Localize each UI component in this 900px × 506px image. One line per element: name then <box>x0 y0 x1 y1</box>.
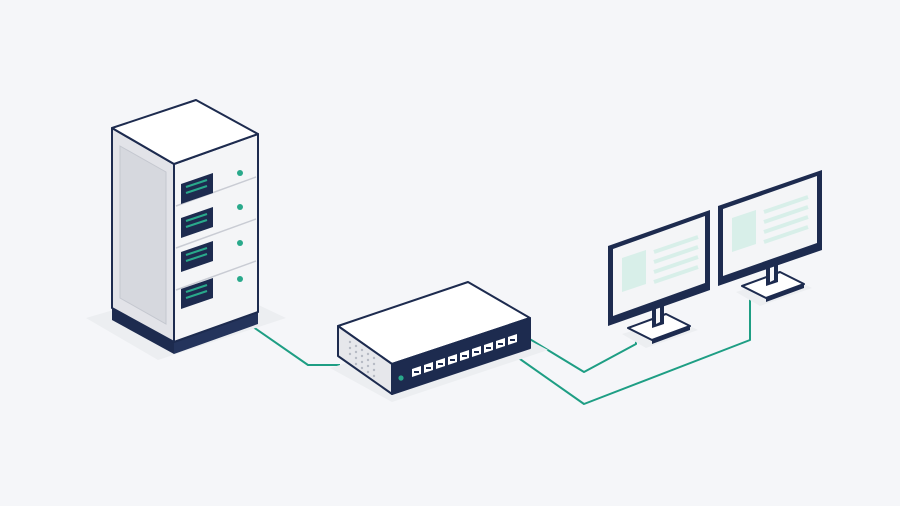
server-led <box>237 240 243 246</box>
server-base-right <box>174 312 258 354</box>
monitor-content-block <box>622 250 646 292</box>
server-top <box>111 99 259 165</box>
network-switch-icon <box>330 281 548 402</box>
switch-ports <box>412 334 517 377</box>
server-base-left <box>112 308 174 354</box>
cable-server-to-switch <box>245 321 340 366</box>
server-rack-icon <box>86 99 286 360</box>
switch-vent <box>348 340 376 378</box>
server-front <box>173 133 259 343</box>
monitor-content-lines <box>653 235 699 284</box>
monitor-icon <box>608 210 710 348</box>
cable-switch-to-monitor-2 <box>509 298 751 405</box>
monitor-2 <box>718 170 822 306</box>
server-bay-4 <box>181 276 243 309</box>
server-led <box>237 170 243 176</box>
server-left-inset <box>119 145 167 325</box>
server-bay-3 <box>181 240 243 272</box>
server-led <box>237 276 243 282</box>
switch-led <box>398 375 404 381</box>
server-bay-lines <box>175 176 257 291</box>
monitor-1 <box>608 210 710 348</box>
switch-port-pins <box>414 339 515 373</box>
monitor-content-block <box>732 210 756 252</box>
server-bay-1 <box>181 170 243 204</box>
server-led <box>237 204 243 210</box>
monitor-icon <box>718 170 822 306</box>
server-bay-2 <box>181 204 243 238</box>
monitor-content-lines <box>763 195 809 244</box>
